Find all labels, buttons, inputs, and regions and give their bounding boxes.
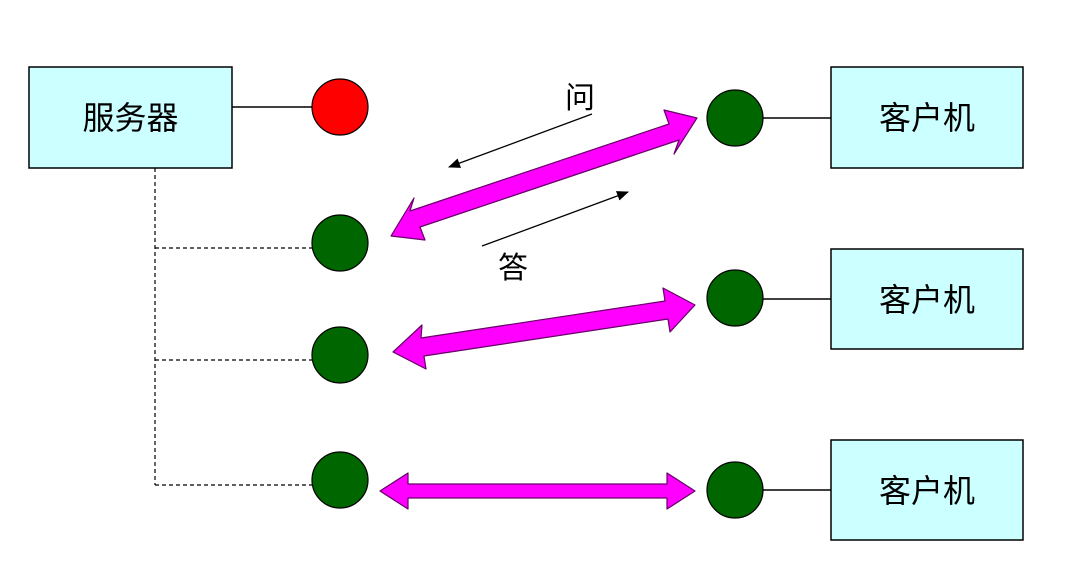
- server-socket-dashed-lines: [154, 168, 312, 486]
- client-box-1: 客户机: [763, 66, 1024, 169]
- client-socket-1: [706, 89, 764, 147]
- client-box-2: 客户机: [763, 248, 1024, 350]
- client-label-2: 客户机: [879, 281, 975, 319]
- server-box-rect: [28, 66, 233, 169]
- client-socket-2: [706, 269, 764, 327]
- answer-arrow: [481, 191, 629, 247]
- answer-label: 答: [498, 251, 528, 286]
- ask-label: 问: [565, 81, 595, 116]
- client-label-1: 客户机: [879, 99, 975, 137]
- server-box: 服务器: [28, 66, 233, 169]
- client-socket-3: [706, 461, 764, 519]
- client-label-3: 客户机: [879, 472, 975, 510]
- client-box-3: 客户机: [763, 439, 1024, 541]
- client-box-3-rect: [830, 439, 1024, 541]
- server-socket-1: [311, 214, 369, 272]
- connection-arrow-2: [392, 287, 696, 370]
- server-label: 服务器: [82, 99, 178, 137]
- server-socket-2: [311, 326, 369, 384]
- server-socket-3: [311, 451, 369, 509]
- connection-arrow-3: [379, 472, 696, 510]
- connection-arrow-1: [390, 109, 698, 241]
- server-listen-port: [311, 78, 369, 136]
- ask-arrow: [448, 113, 593, 168]
- client-box-1-rect: [830, 66, 1024, 169]
- client-box-2-rect: [830, 248, 1024, 350]
